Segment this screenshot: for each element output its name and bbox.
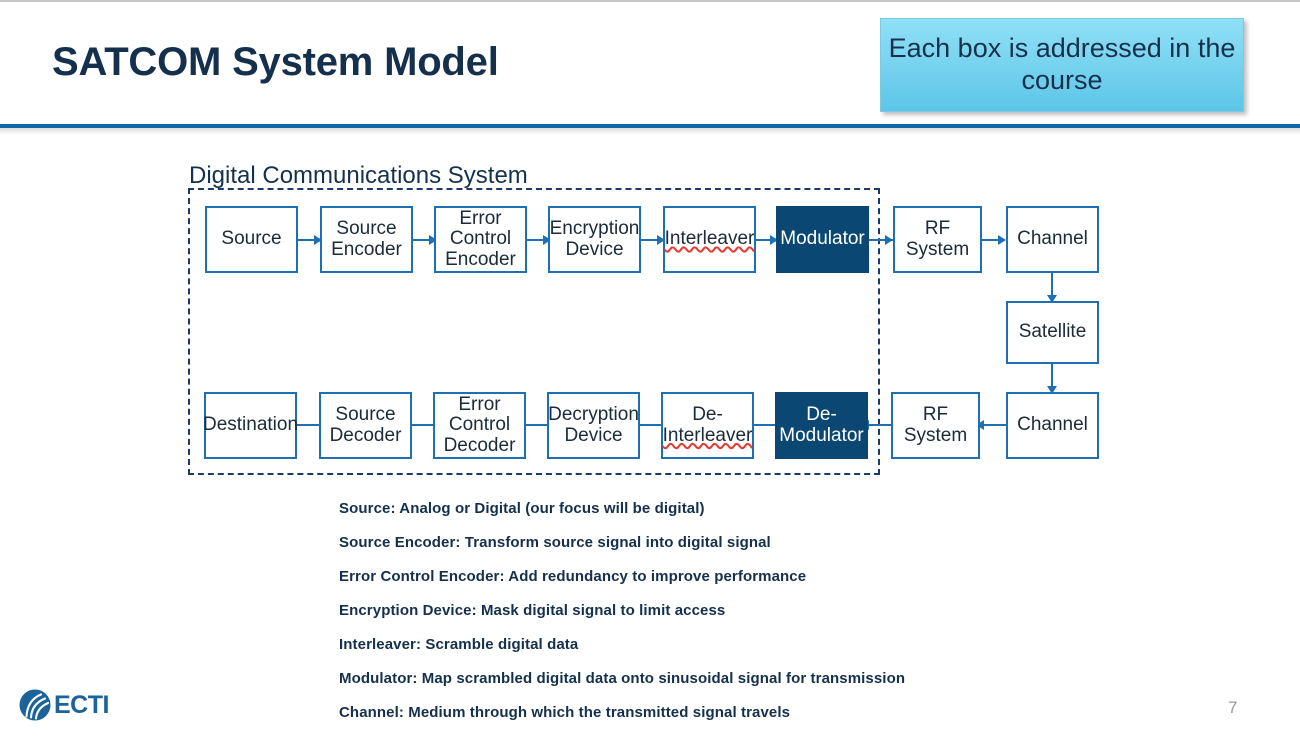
block-error-control-encoder[interactable]: Error Control Encoder xyxy=(434,206,527,273)
block-rf-system-tx-label-1: RF xyxy=(924,217,951,239)
arrowhead-channel-downlink-to-rf-system xyxy=(976,420,984,430)
block-rf-system-rx[interactable]: RF System xyxy=(891,392,980,459)
digital-comm-system-boundary xyxy=(188,188,880,475)
block-rf-system-tx-label-2: System xyxy=(905,238,970,260)
arrow-rf-system-tx-to-channel xyxy=(982,239,1002,241)
block-encryption-device[interactable]: Encryption Device xyxy=(548,206,641,273)
arrowhead-channel-to-satellite xyxy=(1047,295,1057,303)
block-source[interactable]: Source xyxy=(205,206,298,273)
block-destination-label: Destination xyxy=(202,414,299,436)
block-demodulator-label-1: De- xyxy=(806,403,837,425)
arrowhead-rf-system-tx-to-channel xyxy=(998,235,1006,245)
block-interleaver-label: Interleaver xyxy=(664,228,755,250)
arrow-deinterleaver-to-decryption xyxy=(639,424,661,426)
block-ecc-decoder-label-2: Control xyxy=(448,414,511,436)
list-item: Source: Analog or Digital (our focus wil… xyxy=(339,500,705,517)
block-rf-system-rx-label-1: RF xyxy=(922,403,949,425)
arrow-source-decoder-to-destination xyxy=(297,424,319,426)
block-deinterleaver-label-2: Interleaver xyxy=(662,424,753,446)
block-source-encoder-label-1: Source xyxy=(336,217,397,239)
block-demodulator[interactable]: De- Modulator xyxy=(775,392,868,459)
arrowhead-satellite-to-channel xyxy=(1047,386,1057,394)
callout-box: Each box is addressed in the course xyxy=(880,18,1244,112)
arrowhead-source-encoder-to-ecc-encoder xyxy=(429,235,437,245)
block-modulator[interactable]: Modulator xyxy=(776,206,869,273)
block-decryption-device[interactable]: Decryption Device xyxy=(547,392,640,459)
list-item: Interleaver: Scramble digital data xyxy=(339,636,579,653)
arrow-source-encoder-to-ecc-encoder xyxy=(413,239,433,241)
block-decryption-label-1: Decryption xyxy=(548,403,639,425)
bullet-list: Source: Analog or Digital (our focus wil… xyxy=(339,500,1239,738)
list-item: Channel: Medium through which the transm… xyxy=(339,704,791,721)
arrowhead-modulator-to-rf-system xyxy=(885,235,893,245)
block-source-decoder-label-2: Decoder xyxy=(329,424,402,446)
arrow-ecc-encoder-to-encryption xyxy=(527,239,547,241)
list-item: Modulator: Map scrambled digital data on… xyxy=(339,670,906,687)
header-divider xyxy=(0,124,1300,128)
block-error-control-decoder[interactable]: Error Control Decoder xyxy=(433,392,526,459)
block-channel-uplink-label: Channel xyxy=(1017,228,1088,250)
block-ecc-encoder-label-2: Control xyxy=(449,228,512,250)
block-rf-system-tx[interactable]: RF System xyxy=(893,206,982,273)
arrow-source-to-source-encoder xyxy=(298,239,318,241)
block-source-label: Source xyxy=(221,228,282,250)
block-channel-uplink[interactable]: Channel xyxy=(1006,206,1099,273)
arrow-demodulator-to-deinterleaver xyxy=(753,424,775,426)
block-decryption-label-2: Device xyxy=(564,424,623,446)
block-encryption-label-2: Device xyxy=(565,238,624,260)
list-item: Source Encoder: Transform source signal … xyxy=(339,534,771,551)
block-source-decoder[interactable]: Source Decoder xyxy=(319,392,412,459)
block-modulator-label: Modulator xyxy=(780,228,865,250)
arrow-modulator-to-rf-system xyxy=(869,239,893,241)
list-item: Encryption Device: Mask digital signal t… xyxy=(339,602,726,619)
block-demodulator-label-2: Modulator xyxy=(779,424,864,446)
block-source-encoder[interactable]: Source Encoder xyxy=(320,206,413,273)
arrow-channel-to-satellite xyxy=(1051,273,1053,299)
block-source-encoder-label-2: Encoder xyxy=(331,238,402,260)
block-deinterleaver[interactable]: De- Interleaver xyxy=(661,392,754,459)
block-channel-downlink-label: Channel xyxy=(1017,414,1088,436)
arrow-channel-downlink-to-rf-system xyxy=(984,424,1006,426)
block-channel-downlink[interactable]: Channel xyxy=(1006,392,1099,459)
block-satellite-label: Satellite xyxy=(1018,321,1087,343)
diagram-caption: Digital Communications System xyxy=(189,162,528,189)
block-source-decoder-label-1: Source xyxy=(335,403,396,425)
header-divider-shadow xyxy=(0,128,1300,135)
top-hairline xyxy=(0,0,1300,2)
ecti-logo: ECTI xyxy=(18,688,109,722)
block-ecc-decoder-label-3: Decoder xyxy=(443,434,516,456)
block-encryption-label-1: Encryption xyxy=(549,217,640,239)
arrow-rf-system-rx-to-demodulator xyxy=(869,424,891,426)
block-interleaver[interactable]: Interleaver xyxy=(663,206,756,273)
block-ecc-encoder-label-3: Encoder xyxy=(445,248,516,270)
block-deinterleaver-label-1: De- xyxy=(692,403,723,425)
block-satellite[interactable]: Satellite xyxy=(1006,301,1099,364)
arrowhead-ecc-encoder-to-encryption xyxy=(543,235,551,245)
block-destination[interactable]: Destination xyxy=(202,392,299,459)
arrow-encryption-to-interleaver xyxy=(641,239,661,241)
ecti-logo-icon xyxy=(19,689,51,721)
page-title: SATCOM System Model xyxy=(52,40,499,84)
arrowhead-interleaver-to-modulator xyxy=(770,235,778,245)
block-rf-system-rx-label-2: System xyxy=(903,424,968,446)
arrow-satellite-to-channel xyxy=(1051,364,1053,390)
block-ecc-decoder-label-1: Error xyxy=(458,393,501,415)
block-ecc-encoder-label-1: Error xyxy=(459,207,502,229)
arrowhead-encryption-to-interleaver xyxy=(657,235,665,245)
arrow-decryption-to-ecc-decoder xyxy=(525,424,547,426)
ecti-logo-text: ECTI xyxy=(54,690,109,719)
page-number: 7 xyxy=(1228,698,1238,717)
arrow-ecc-decoder-to-source-decoder xyxy=(411,424,433,426)
arrowhead-source-to-source-encoder xyxy=(314,235,322,245)
list-item: Error Control Encoder: Add redundancy to… xyxy=(339,568,807,585)
arrow-interleaver-to-modulator xyxy=(756,239,774,241)
